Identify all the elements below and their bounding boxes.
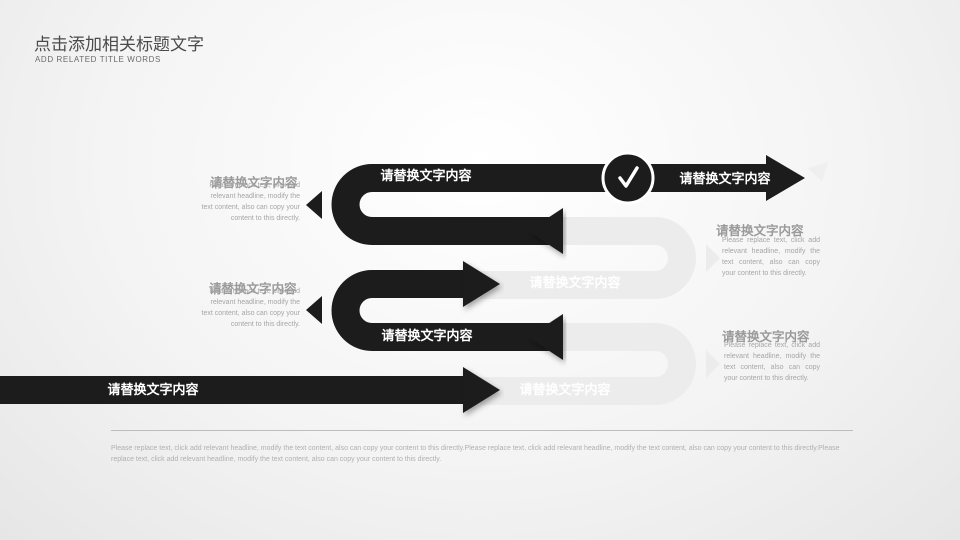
- label-ghost-1: 请替换文字内容: [529, 275, 620, 291]
- arrowhead-bottom-right: [463, 367, 500, 413]
- arrowhead-left-lower: [306, 296, 322, 324]
- ghost-arrowhead-upper: [706, 244, 720, 272]
- page-title: 点击添加相关标题文字: [34, 35, 204, 55]
- dark-serpentine: [0, 164, 775, 404]
- arrowhead-lane3-right: [463, 261, 500, 307]
- arrowhead-left-upper: [306, 191, 322, 219]
- label-bottom: 请替换文字内容: [107, 382, 198, 398]
- right-note-1-body: Please replace text, click add relevant …: [722, 237, 820, 277]
- ghost-curve-upper: [480, 217, 696, 299]
- ghost-arrowhead-corner: [808, 162, 828, 182]
- check-badge: [601, 151, 655, 205]
- ghost-curve-lower: [480, 323, 696, 405]
- arrowhead-lane4-left: [528, 314, 563, 360]
- dark-curve-middle: [331, 270, 560, 351]
- footer-divider: [111, 430, 853, 431]
- page-subtitle: ADD RELATED TITLE WORDS: [35, 55, 161, 64]
- right-note-2-title: 请替换文字内容: [722, 329, 810, 344]
- label-top-left: 请替换文字内容: [380, 168, 471, 184]
- right-note-1-title: 请替换文字内容: [716, 223, 804, 238]
- label-top-right: 请替换文字内容: [679, 171, 770, 187]
- left-note-2-title: 请替换文字内容: [209, 281, 297, 296]
- checkmark-icon: [618, 166, 639, 188]
- right-note-2-body: Please replace text, click add relevant …: [724, 342, 820, 382]
- dark-curve-top: [331, 164, 775, 245]
- arrowhead-lane2-left: [528, 208, 563, 254]
- left-note-1-title: 请替换文字内容: [210, 175, 298, 190]
- ghost-arrowhead-lower: [706, 350, 720, 378]
- label-ghost-2: 请替换文字内容: [519, 382, 610, 398]
- left-note-2-body: Please replace text, click add relevant …: [201, 288, 300, 328]
- label-middle: 请替换文字内容: [381, 328, 472, 344]
- arrowhead-top-right: [766, 155, 805, 201]
- footer-text: Please replace text, click add relevant …: [111, 445, 840, 463]
- left-note-1-body: Please replace text, click add relevant …: [201, 182, 300, 222]
- ghost-serpentine: [480, 217, 696, 405]
